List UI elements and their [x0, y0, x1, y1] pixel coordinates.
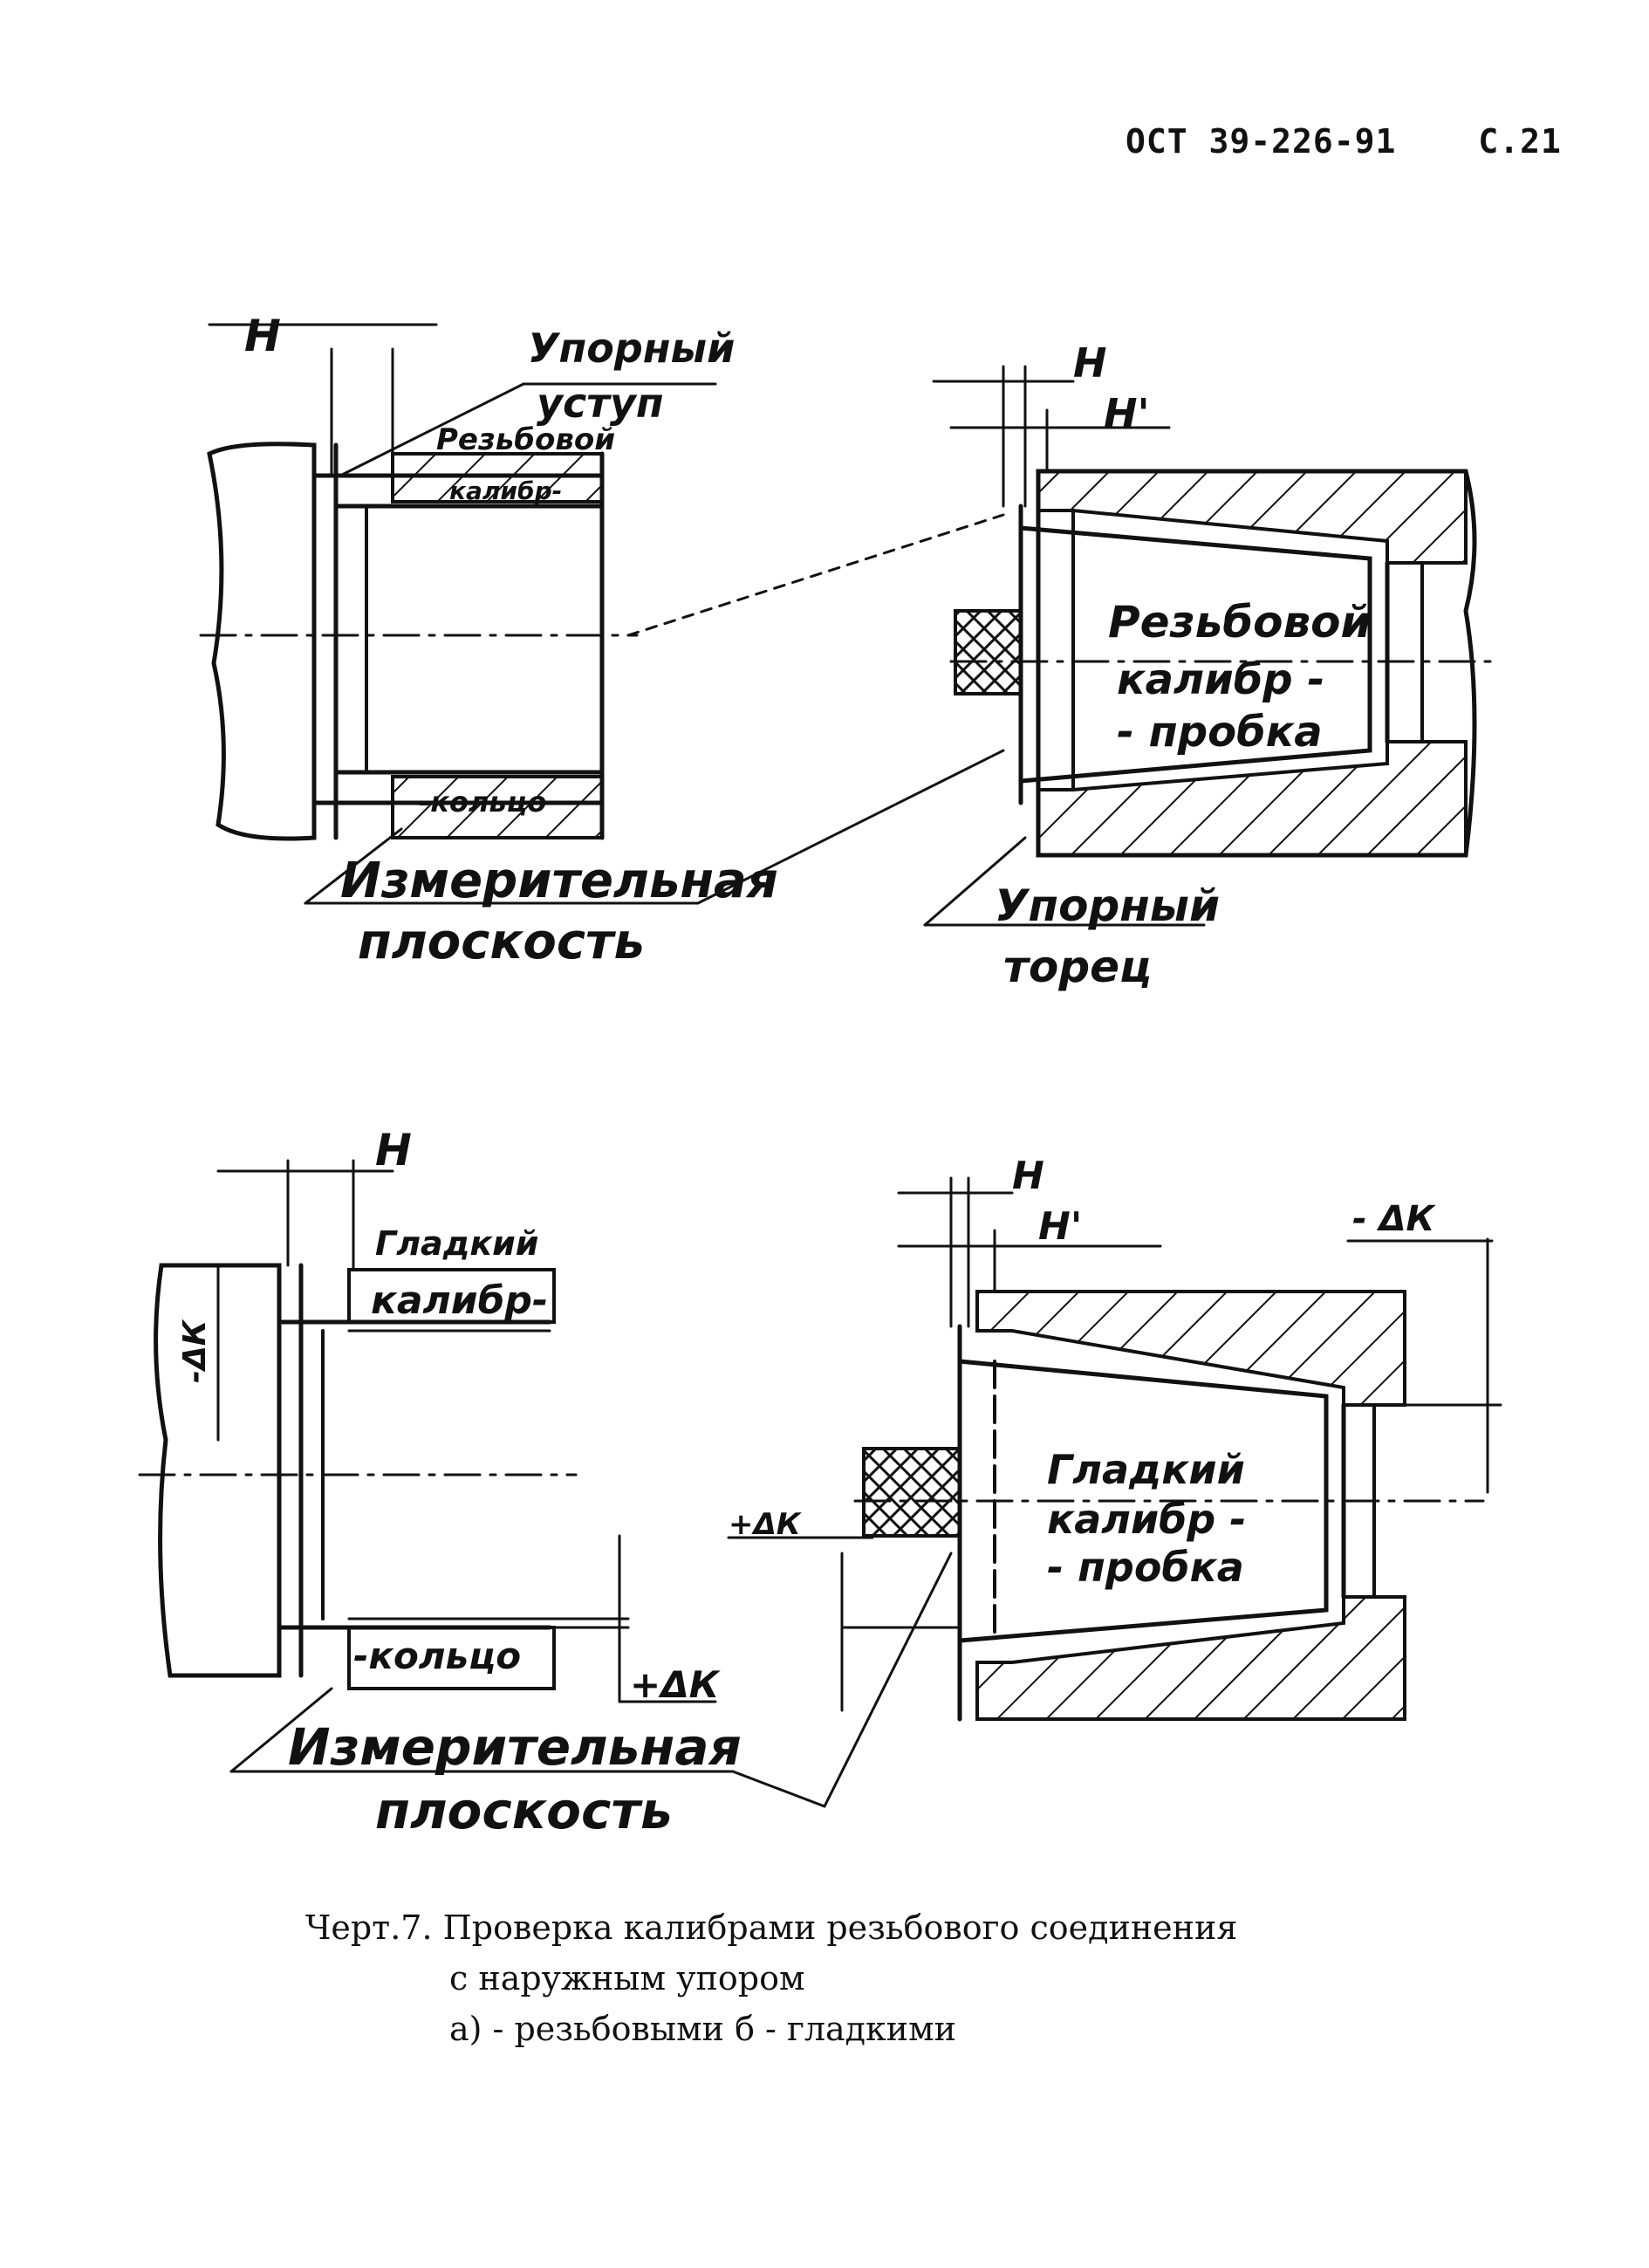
figure-b-smooth-plug	[862, 1324, 1329, 1722]
figure-a-coupling	[1036, 469, 1477, 858]
fig-b-label-smooth-ring-1: Гладкий	[375, 1224, 538, 1263]
fig-a-label-thread-plug-1: Резьбовой	[1108, 597, 1372, 648]
fig-b-label-plus-dk-right: +ΔК	[729, 1507, 803, 1542]
fig-a-label-measuring-plane-1: Измерительная	[340, 853, 778, 909]
fig-b-label-minus-dk-right: - ΔК	[1352, 1199, 1436, 1239]
figure-b-coupling	[975, 1290, 1406, 1721]
fig-a-label-h-prime-right: Н'	[1104, 390, 1150, 437]
caption-line-1: Черт.7. Проверка калибрами резьбового со…	[305, 1908, 1238, 1947]
fig-b-label-measuring-plane-1: Измерительная	[288, 1717, 742, 1777]
fig-a-label-stop-shoulder-2: уступ	[537, 380, 664, 427]
fig-b-label-h: Н	[375, 1125, 412, 1175]
fig-a-label-thread-ring-2: калибр-	[449, 476, 562, 505]
fig-a-label-thread-plug-2: калибр -	[1117, 655, 1324, 704]
fig-b-label-measuring-plane-2: плоскость	[375, 1781, 673, 1840]
figure-a-thread-ring	[391, 452, 604, 839]
caption-line-3: а) - резьбовыми б - гладкими	[449, 2010, 957, 2048]
fig-b-label-smooth-plug-3: - пробка	[1047, 1544, 1244, 1591]
figure-a	[199, 323, 1502, 927]
fig-a-label-stop-end-2: торец	[1003, 942, 1152, 992]
figure-b	[138, 1159, 1502, 1808]
figure-a-thread-plug	[954, 504, 1372, 805]
doc-code: ОСТ 39-226-91	[1126, 122, 1397, 161]
page-header: ОСТ 39-226-91 С.21	[1126, 122, 1562, 161]
fig-a-label-measuring-plane-2: плоскость	[358, 914, 645, 970]
fig-b-label-smooth-ring-2: калибр-	[371, 1278, 548, 1323]
fig-a-label-h-right: Н	[1073, 339, 1107, 387]
fig-b-label-h-right: Н	[1012, 1154, 1044, 1198]
fig-a-label-stop-end-1: Упорный	[995, 880, 1220, 931]
fig-a-label-stop-shoulder-1: Упорный	[528, 325, 735, 372]
fig-a-label-thread-ring-3: -кольцо	[419, 785, 546, 819]
fig-b-label-smooth-ring-3: -кольцо	[353, 1634, 521, 1677]
fig-a-label-thread-plug-3: - пробка	[1117, 708, 1323, 757]
fig-b-label-smooth-plug-1: Гладкий	[1047, 1446, 1245, 1493]
caption-line-2: с наружным упором	[449, 1959, 805, 1997]
fig-b-label-smooth-plug-2: калибр -	[1047, 1496, 1246, 1543]
page-number: С.21	[1478, 122, 1562, 161]
fig-b-label-plus-dk-left: +ΔК	[630, 1663, 722, 1706]
figure-caption: Черт.7. Проверка калибрами резьбового со…	[305, 1902, 1237, 2054]
fig-a-label-h: Н	[244, 311, 281, 361]
figure-b-nipple	[154, 1263, 552, 1678]
fig-b-label-h-prime-right: Н'	[1038, 1204, 1082, 1249]
fig-a-label-thread-ring-1: Резьбовой	[436, 422, 615, 457]
figure-b-smooth-ring	[347, 1268, 556, 1690]
fig-b-label-minus-dk-left: -ΔК	[177, 1319, 213, 1383]
